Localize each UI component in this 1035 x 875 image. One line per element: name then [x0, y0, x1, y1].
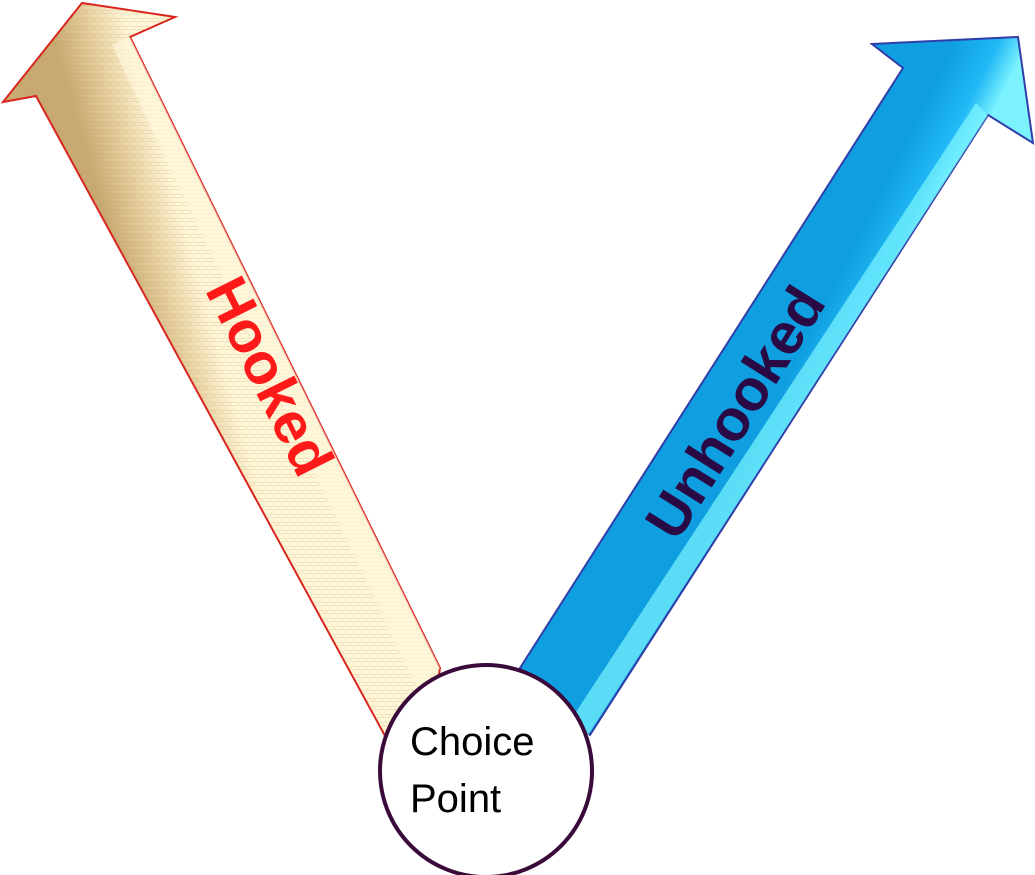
choice-point: Choice Point	[378, 663, 594, 875]
choice-point-line1: Choice	[410, 720, 535, 764]
choice-point-circle	[378, 663, 594, 875]
hooked-arrow-grain	[3, 3, 440, 800]
unhooked-arrow-highlight	[572, 103, 988, 735]
hooked-arrow: Hooked	[0, 1, 442, 804]
hooked-arrow-highlight	[112, 37, 440, 690]
unhooked-arrow: Unhooked	[518, 35, 1035, 737]
choice-point-line2: Point	[410, 777, 501, 821]
